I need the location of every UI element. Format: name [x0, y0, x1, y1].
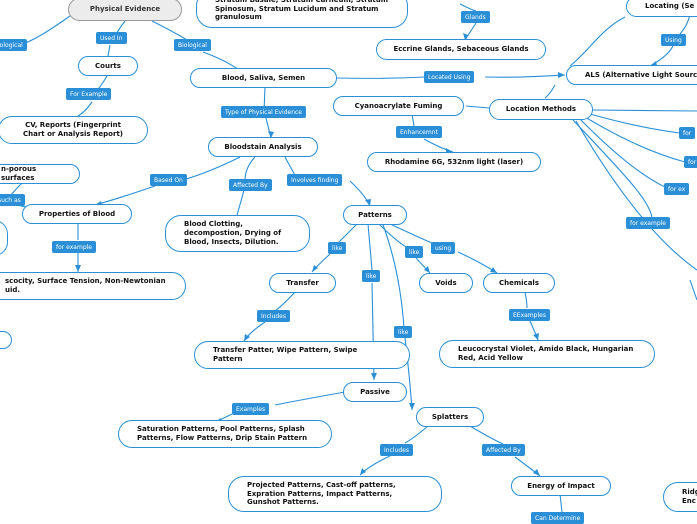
label-affected-by[interactable]: Affected By: [229, 179, 272, 191]
node-blood-saliva-semen[interactable]: Blood, Saliva, Semen: [190, 68, 337, 88]
node-locating[interactable]: Locating (Se: [626, 0, 697, 17]
node-saturation-patterns[interactable]: Saturation Patterns, Pool Patterns, Spla…: [118, 420, 332, 448]
node-transfer-patterns[interactable]: Transfer Patter, Wipe Pattern, Swipe Pat…: [194, 341, 410, 369]
label-examples-passive[interactable]: Examples: [232, 403, 270, 415]
node-location-methods[interactable]: Location Methods: [489, 99, 593, 120]
node-viscosity[interactable]: scocity, Surface Tension, Non-Newtonian …: [0, 272, 186, 300]
node-bloodstain-analysis[interactable]: Bloodstain Analysis: [208, 137, 318, 157]
label-such-as[interactable]: such as: [0, 194, 25, 206]
node-properties-of-blood[interactable]: Properties of Blood: [22, 204, 132, 224]
node-splatters[interactable]: Splatters: [416, 407, 484, 427]
node-patterns[interactable]: Patterns: [343, 205, 407, 225]
node-ridge-partial[interactable]: Ridg Enc: [663, 482, 697, 512]
label-affected-by-splatters[interactable]: Affected By: [482, 444, 525, 456]
node-cv-reports[interactable]: CV, Reports (Fingerprint Chart or Analys…: [0, 116, 148, 144]
node-voids[interactable]: Voids: [419, 273, 473, 293]
label-includes-transfer[interactable]: Includes: [257, 310, 290, 322]
label-can-determine[interactable]: Can Determine: [531, 512, 585, 524]
label-for-2[interactable]: for: [684, 156, 697, 168]
label-biological[interactable]: Biological: [174, 39, 211, 51]
label-like-transfer[interactable]: like: [328, 242, 347, 254]
label-for-example-properties[interactable]: for example: [52, 241, 96, 253]
label-for-example-courts[interactable]: For Example: [66, 88, 112, 100]
label-involves-finding[interactable]: Involves finding: [287, 174, 343, 186]
label-biological-left[interactable]: iological: [0, 39, 27, 51]
label-for-1[interactable]: for: [679, 127, 696, 139]
label-for-example-right[interactable]: for example: [626, 217, 670, 229]
label-type-of-physical-evidence[interactable]: Type of Physical Evidence: [221, 106, 306, 118]
node-physical-evidence[interactable]: Physical Evidence: [68, 0, 182, 21]
node-energy-of-impact[interactable]: Energy of Impact: [511, 476, 611, 496]
node-rhodamine[interactable]: Rhodamine 6G, 532nm light (laser): [367, 152, 541, 172]
label-using-chemicals[interactable]: using: [431, 242, 456, 254]
node-cyanoacrylate-fuming[interactable]: Cyanoacrylate Fuming: [333, 96, 464, 116]
node-eccrine-glands[interactable]: Eccrine Glands, Sebaceous Glands: [376, 39, 546, 60]
node-courts[interactable]: Courts: [78, 56, 138, 76]
label-like-voids[interactable]: like: [405, 246, 424, 258]
label-like-passive[interactable]: like: [362, 270, 381, 282]
node-chemicals[interactable]: Chemicals: [483, 273, 555, 293]
label-for-ex[interactable]: for ex: [664, 183, 690, 195]
label-enhancement[interactable]: Enhancemnt: [396, 126, 442, 138]
label-eexamples[interactable]: EExamples: [509, 309, 550, 321]
label-like-splatters[interactable]: like: [394, 326, 413, 338]
node-transfer[interactable]: Transfer: [269, 273, 336, 293]
label-located-using[interactable]: Located Using: [424, 71, 475, 83]
node-blood-clotting[interactable]: Blood Clotting, decompostion, Drying of …: [165, 215, 310, 252]
node-projected-patterns[interactable]: Projected Patterns, Cast-off patterns, E…: [228, 476, 442, 512]
node-passive[interactable]: Passive: [343, 382, 407, 402]
label-glands[interactable]: Glands: [461, 11, 490, 23]
node-non-porous-surfaces[interactable]: n-porous surfaces: [0, 164, 80, 184]
label-based-on[interactable]: Based On: [150, 174, 187, 186]
label-using[interactable]: Using: [661, 34, 686, 46]
node-als[interactable]: ALS (Alternative Light Source: [566, 65, 697, 85]
node-leucocrystal[interactable]: Leucocrystal Violet, Amido Black, Hungar…: [439, 340, 655, 368]
node-stratum-layers[interactable]: Stratum Basale, Stratum Carneum, Stratum…: [196, 0, 408, 28]
label-includes-splatters[interactable]: Includes: [380, 444, 413, 456]
label-used-in[interactable]: Used In: [96, 32, 127, 44]
